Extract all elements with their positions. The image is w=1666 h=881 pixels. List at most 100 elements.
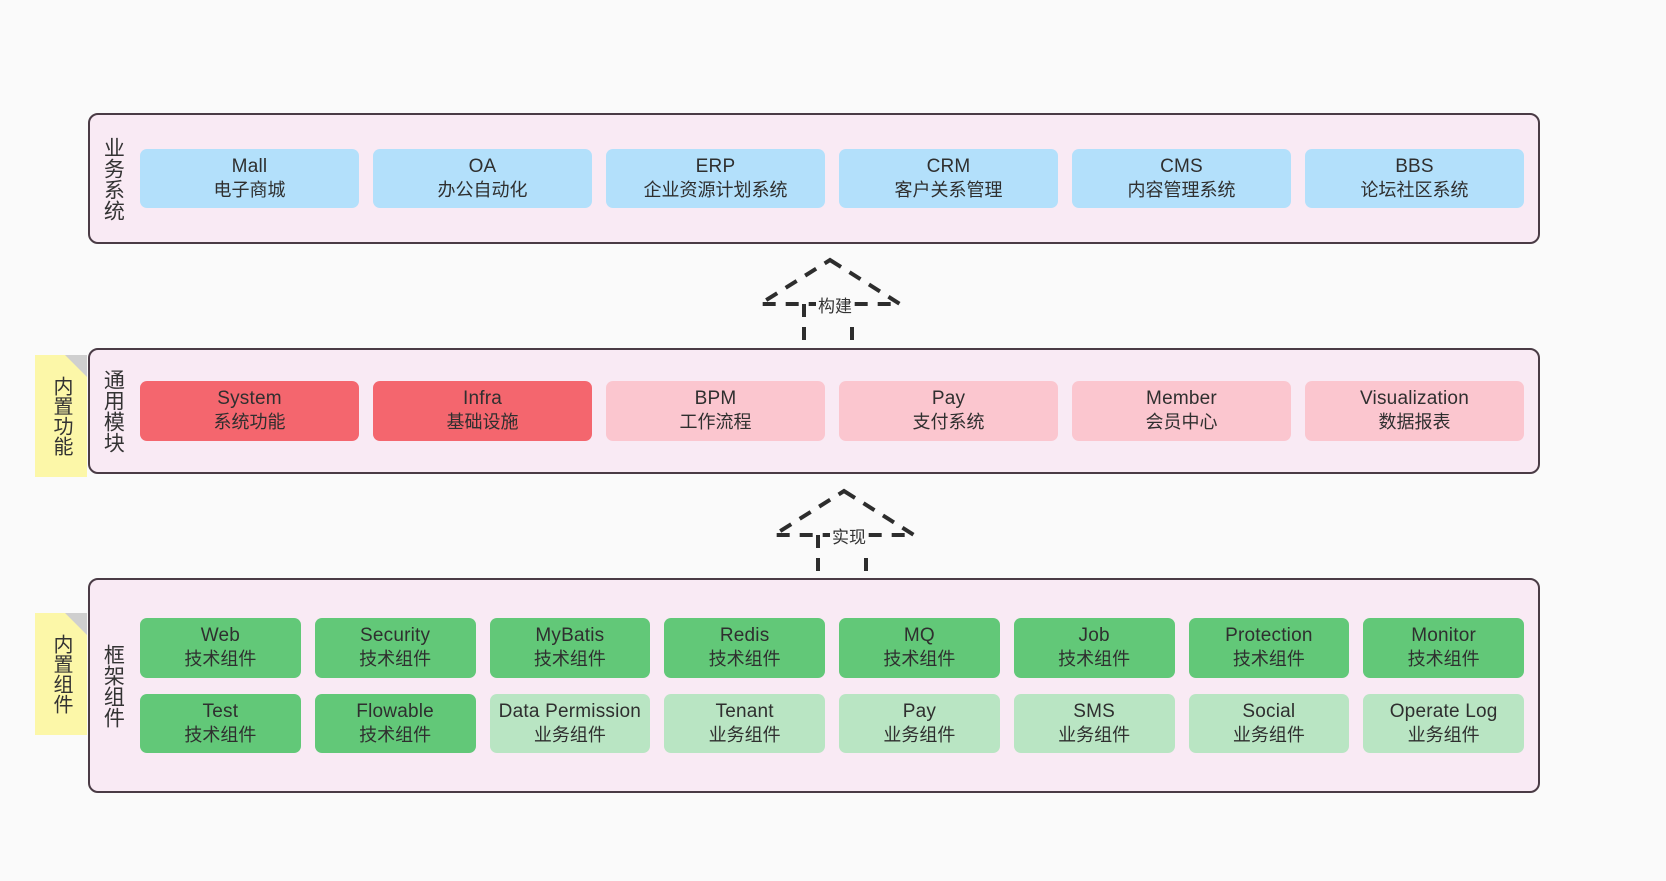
card-title: CMS xyxy=(1160,155,1203,177)
sticky-note-text: 内置功能 xyxy=(50,376,72,456)
card-subtitle: 支付系统 xyxy=(912,412,985,433)
card-title: OA xyxy=(468,155,497,177)
card-bbs[interactable]: BBS 论坛社区系统 xyxy=(1305,148,1524,209)
card-title: Flowable xyxy=(356,700,434,722)
card-operate-log[interactable]: Operate Log 业务组件 xyxy=(1363,693,1524,754)
card-mall[interactable]: Mall 电子商城 xyxy=(140,148,359,209)
card-title: Protection xyxy=(1225,624,1313,646)
card-title: CRM xyxy=(926,155,971,177)
card-subtitle: 业务组件 xyxy=(1407,724,1480,745)
card-subtitle: 基础设施 xyxy=(446,412,519,433)
card-subtitle: 企业资源计划系统 xyxy=(643,179,788,200)
card-subtitle: 业务组件 xyxy=(533,724,606,745)
sticky-note-builtin-components: 内置组件 xyxy=(35,613,87,735)
layer-body-business-systems: Mall 电子商城 OA 办公自动化 ERP 企业资源计划系统 CRM 客户关系… xyxy=(134,115,1538,242)
card-title: Mall xyxy=(231,155,268,177)
card-subtitle: 业务组件 xyxy=(1232,724,1305,745)
layer-body-common-modules: System 系统功能 Infra 基础设施 BPM 工作流程 Pay 支付系统… xyxy=(134,350,1538,472)
card-title: Operate Log xyxy=(1389,700,1498,722)
card-subtitle: 业务组件 xyxy=(708,724,781,745)
card-title: Data Permission xyxy=(498,700,642,722)
card-title: Redis xyxy=(719,624,770,646)
card-visualization[interactable]: Visualization 数据报表 xyxy=(1305,381,1524,441)
card-title: Job xyxy=(1078,624,1110,646)
card-erp[interactable]: ERP 企业资源计划系统 xyxy=(606,148,825,209)
generalization-arrow-icon xyxy=(767,488,921,583)
card-monitor[interactable]: Monitor 技术组件 xyxy=(1363,617,1524,678)
connector-build: 构建 xyxy=(752,252,912,352)
card-subtitle: 办公自动化 xyxy=(437,179,528,200)
card-security[interactable]: Security 技术组件 xyxy=(314,617,476,678)
card-tenant[interactable]: Tenant 业务组件 xyxy=(664,693,825,754)
card-infra[interactable]: Infra 基础设施 xyxy=(373,381,592,441)
card-title: Social xyxy=(1242,700,1296,722)
card-title: BPM xyxy=(694,388,737,410)
card-subtitle: 技术组件 xyxy=(359,724,432,745)
sticky-note-builtin-functions: 内置功能 xyxy=(35,355,87,477)
layer-title-common-modules: 通用模块 xyxy=(101,369,125,453)
card-bpm[interactable]: BPM 工作流程 xyxy=(606,381,825,441)
card-subtitle: 业务组件 xyxy=(883,724,956,745)
layer-business-systems: 业务系统 Mall 电子商城 OA 办公自动化 ERP 企业资源计划系统 CRM… xyxy=(88,113,1540,244)
card-social[interactable]: Social 业务组件 xyxy=(1188,693,1350,754)
generalization-arrow-icon xyxy=(753,257,907,352)
card-web[interactable]: Web 技术组件 xyxy=(140,617,301,678)
card-title: Web xyxy=(200,624,241,646)
card-subtitle: 客户关系管理 xyxy=(894,179,1003,200)
card-subtitle: 内容管理系统 xyxy=(1127,179,1236,200)
card-title: Test xyxy=(202,700,239,722)
card-test[interactable]: Test 技术组件 xyxy=(140,693,301,754)
layer-common-modules: 通用模块 System 系统功能 Infra 基础设施 BPM 工作流程 Pay… xyxy=(88,348,1540,474)
card-mybatis[interactable]: MyBatis 技术组件 xyxy=(489,617,651,678)
card-subtitle: 技术组件 xyxy=(1407,649,1480,670)
card-redis[interactable]: Redis 技术组件 xyxy=(664,617,825,678)
card-title: Pay xyxy=(902,700,937,722)
card-title: MQ xyxy=(903,624,935,646)
card-sms[interactable]: SMS 业务组件 xyxy=(1013,693,1175,754)
card-subtitle: 技术组件 xyxy=(184,724,257,745)
card-mq[interactable]: MQ 技术组件 xyxy=(839,617,1000,678)
card-subtitle: 技术组件 xyxy=(184,649,257,670)
layer-title-framework-components: 框架组件 xyxy=(101,643,125,728)
card-title: System xyxy=(217,388,282,410)
connector-implement: 实现 xyxy=(766,483,926,583)
card-crm[interactable]: CRM 客户关系管理 xyxy=(839,148,1058,209)
card-oa[interactable]: OA 办公自动化 xyxy=(373,148,592,209)
card-title: SMS xyxy=(1073,700,1116,722)
card-subtitle: 会员中心 xyxy=(1145,412,1218,433)
card-flowable[interactable]: Flowable 技术组件 xyxy=(314,693,476,754)
layer-framework-components: 框架组件 Web 技术组件 Security 技术组件 MyBatis 技术组件… xyxy=(88,578,1540,793)
card-title: Member xyxy=(1146,388,1217,410)
card-title: ERP xyxy=(695,155,736,177)
card-subtitle: 论坛社区系统 xyxy=(1360,179,1469,200)
framework-row-technical: Web 技术组件 Security 技术组件 MyBatis 技术组件 Redi… xyxy=(140,617,1524,678)
card-subtitle: 电子商城 xyxy=(213,179,286,200)
layer-title-business-systems: 业务系统 xyxy=(101,136,125,221)
connector-label-build: 构建 xyxy=(816,292,854,317)
card-data-permission[interactable]: Data Permission 业务组件 xyxy=(489,693,651,754)
card-pay-component[interactable]: Pay 业务组件 xyxy=(839,693,1000,754)
sticky-note-text: 内置组件 xyxy=(50,634,72,714)
card-subtitle: 系统功能 xyxy=(213,412,286,433)
card-subtitle: 技术组件 xyxy=(883,649,956,670)
card-title: Security xyxy=(360,624,431,646)
layer-body-framework-components: Web 技术组件 Security 技术组件 MyBatis 技术组件 Redi… xyxy=(134,580,1538,791)
card-title: Tenant xyxy=(715,700,774,722)
framework-row-business: Test 技术组件 Flowable 技术组件 Data Permission … xyxy=(140,693,1524,754)
card-pay-module[interactable]: Pay 支付系统 xyxy=(839,381,1058,441)
card-system[interactable]: System 系统功能 xyxy=(140,381,359,441)
card-protection[interactable]: Protection 技术组件 xyxy=(1188,617,1350,678)
card-job[interactable]: Job 技术组件 xyxy=(1013,617,1175,678)
card-title: Visualization xyxy=(1360,388,1469,410)
card-title: BBS xyxy=(1395,155,1434,177)
card-cms[interactable]: CMS 内容管理系统 xyxy=(1072,148,1291,209)
card-subtitle: 数据报表 xyxy=(1378,412,1451,433)
card-title: Monitor xyxy=(1411,624,1476,646)
card-subtitle: 业务组件 xyxy=(1058,724,1131,745)
card-member[interactable]: Member 会员中心 xyxy=(1072,381,1291,441)
card-subtitle: 技术组件 xyxy=(708,649,781,670)
card-title: MyBatis xyxy=(535,624,605,646)
card-subtitle: 技术组件 xyxy=(1232,649,1305,670)
card-subtitle: 技术组件 xyxy=(1058,649,1131,670)
